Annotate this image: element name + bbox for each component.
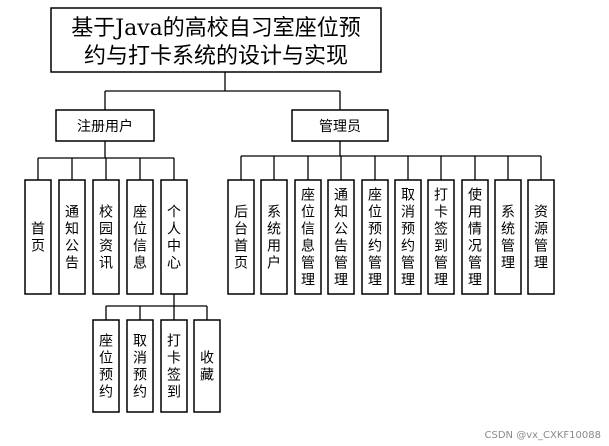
admin-module-label-4: 通知公告管理 (334, 188, 348, 289)
title-node: 基于Java的高校自习室座位预 约与打卡系统的设计与实现 (50, 7, 382, 73)
user-module-box-4 (126, 179, 154, 295)
admin-module-box-2 (260, 179, 288, 295)
admin-module-box-1 (227, 179, 255, 295)
user-role-box (55, 109, 155, 142)
admin-module-box-8 (461, 179, 489, 295)
admin-module-box-5 (361, 179, 389, 295)
user-module-label-3: 校园资讯 (99, 204, 113, 272)
user-module-label-5: 个人中心 (167, 205, 181, 272)
admin-module-node-8: 使用情况管理 (461, 179, 489, 295)
admin-module-label-8: 使用情况管理 (468, 187, 482, 289)
admin-module-label-9: 系统管理 (501, 205, 515, 272)
user-module-group: 首页 通知公告 校园资讯 座位信息 个人中心 (24, 179, 188, 295)
admin-module-box-3 (294, 179, 322, 295)
admin-module-label-7: 打卡签到管理 (434, 187, 448, 289)
user-role-label: 注册用户 (77, 118, 133, 135)
user-module-node-2: 通知公告 (58, 179, 86, 295)
admin-module-node-10: 资源管理 (527, 179, 555, 295)
admin-role-label: 管理员 (319, 119, 361, 135)
admin-module-label-6: 取消预约管理 (401, 188, 415, 289)
personal-center-module-node-3: 打卡签到 (160, 319, 188, 413)
user-module-node-4: 座位信息 (126, 179, 154, 295)
admin-module-label-2: 系统用户 (267, 205, 281, 272)
user-module-box-1 (24, 179, 52, 295)
admin-module-node-2: 系统用户 (260, 179, 288, 295)
admin-module-group: 后台首页 系统用户 座位信息管理 通知公告管理 座位预约管理 取消预约管理 打卡签到管理 使用… (227, 179, 555, 295)
user-module-label-1: 首页 (31, 222, 45, 255)
role-node-user: 注册用户 (55, 109, 155, 142)
title-box (50, 7, 382, 73)
personal-center-module-box-2 (126, 319, 154, 413)
user-module-label-4: 座位信息 (133, 205, 147, 272)
personal-center-module-label-1: 座位预约 (99, 334, 113, 401)
admin-module-node-6: 取消预约管理 (394, 179, 422, 295)
user-module-node-1: 首页 (24, 179, 52, 295)
admin-module-box-6 (394, 179, 422, 295)
admin-module-box-4 (327, 179, 355, 295)
admin-module-node-4: 通知公告管理 (327, 179, 355, 295)
user-module-box-5 (160, 179, 188, 295)
watermark: CSDN @vx_CXKF10088 (485, 430, 601, 441)
user-module-box-2 (58, 179, 86, 295)
admin-module-node-5: 座位预约管理 (361, 179, 389, 295)
personal-center-module-label-4: 收藏 (200, 351, 214, 384)
personal-center-module-node-2: 取消预约 (126, 319, 154, 413)
admin-module-label-1: 后台首页 (234, 205, 248, 272)
personal-center-module-label-3: 打卡签到 (167, 333, 181, 401)
admin-module-label-10: 资源管理 (534, 205, 548, 272)
admin-module-label-3: 座位信息管理 (301, 188, 315, 289)
title-line-2: 约与打卡系统的设计与实现 (84, 44, 348, 69)
title-line-1: 基于Java的高校自习室座位预 (71, 16, 360, 41)
user-module-node-5: 个人中心 (160, 179, 188, 295)
personal-center-module-group: 座位预约 取消预约 打卡签到 收藏 (92, 319, 221, 413)
admin-module-box-9 (494, 179, 522, 295)
personal-center-module-label-2: 取消预约 (133, 334, 147, 401)
personal-center-module-box-3 (160, 319, 188, 413)
admin-module-box-10 (527, 179, 555, 295)
personal-center-module-box-4 (193, 319, 221, 413)
personal-center-module-node-1: 座位预约 (92, 319, 120, 413)
admin-module-node-9: 系统管理 (494, 179, 522, 295)
user-module-box-3 (92, 179, 120, 295)
admin-module-node-1: 后台首页 (227, 179, 255, 295)
connector-lines (37, 72, 542, 320)
admin-module-box-7 (427, 179, 455, 295)
personal-center-module-node-4: 收藏 (193, 319, 221, 413)
personal-center-module-box-1 (92, 319, 120, 413)
user-module-node-3: 校园资讯 (92, 179, 120, 295)
user-module-label-2: 通知公告 (65, 205, 79, 272)
admin-role-box (291, 109, 389, 142)
admin-module-label-5: 座位预约管理 (368, 188, 382, 289)
admin-module-node-7: 打卡签到管理 (427, 179, 455, 295)
role-node-admin: 管理员 (291, 109, 389, 142)
admin-module-node-3: 座位信息管理 (294, 179, 322, 295)
